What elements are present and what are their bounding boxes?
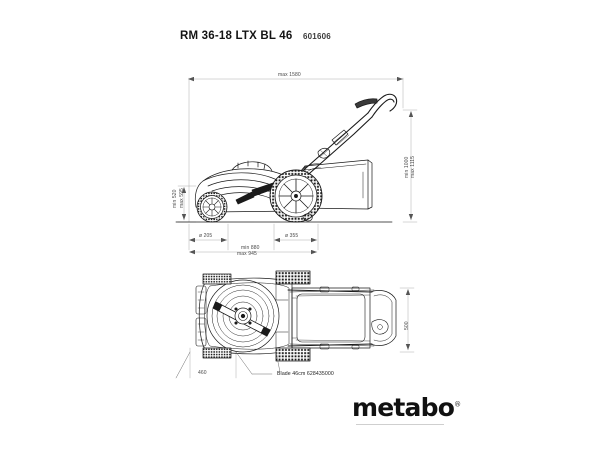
- dim-overall-length: max 1580: [278, 72, 301, 78]
- dim-front-wheel-diameter: ø 205: [199, 233, 213, 239]
- dim-deck-height-min: min 520: [172, 189, 178, 209]
- top-view-geometry: [175, 270, 415, 379]
- dim-cutting-width: 460: [198, 370, 207, 376]
- metabo-wordmark: metabo: [352, 393, 455, 422]
- dim-handle-height-max: max 945: [237, 251, 257, 257]
- dim-rear-wheel-diameter: ø 355: [285, 233, 299, 239]
- article-number: 601606: [303, 32, 331, 41]
- dim-overall-width: 500: [404, 321, 410, 330]
- dim-handle-height-min: min 880: [241, 245, 260, 251]
- drawing-header: RM 36-18 LTX BL 46 601606: [0, 30, 600, 52]
- dim-deck-height-max: max 595: [179, 188, 185, 208]
- registered-trademark-icon: ®: [454, 400, 462, 409]
- side-view-geometry: [175, 76, 418, 255]
- logo-underline: [356, 424, 444, 425]
- metabo-logo: metabo®: [352, 395, 461, 420]
- blade-callout-label: Blade 46cm 628435000: [277, 371, 334, 377]
- dim-overall-height-max: max 1115: [410, 155, 416, 178]
- page-title: RM 36-18 LTX BL 46: [180, 30, 293, 42]
